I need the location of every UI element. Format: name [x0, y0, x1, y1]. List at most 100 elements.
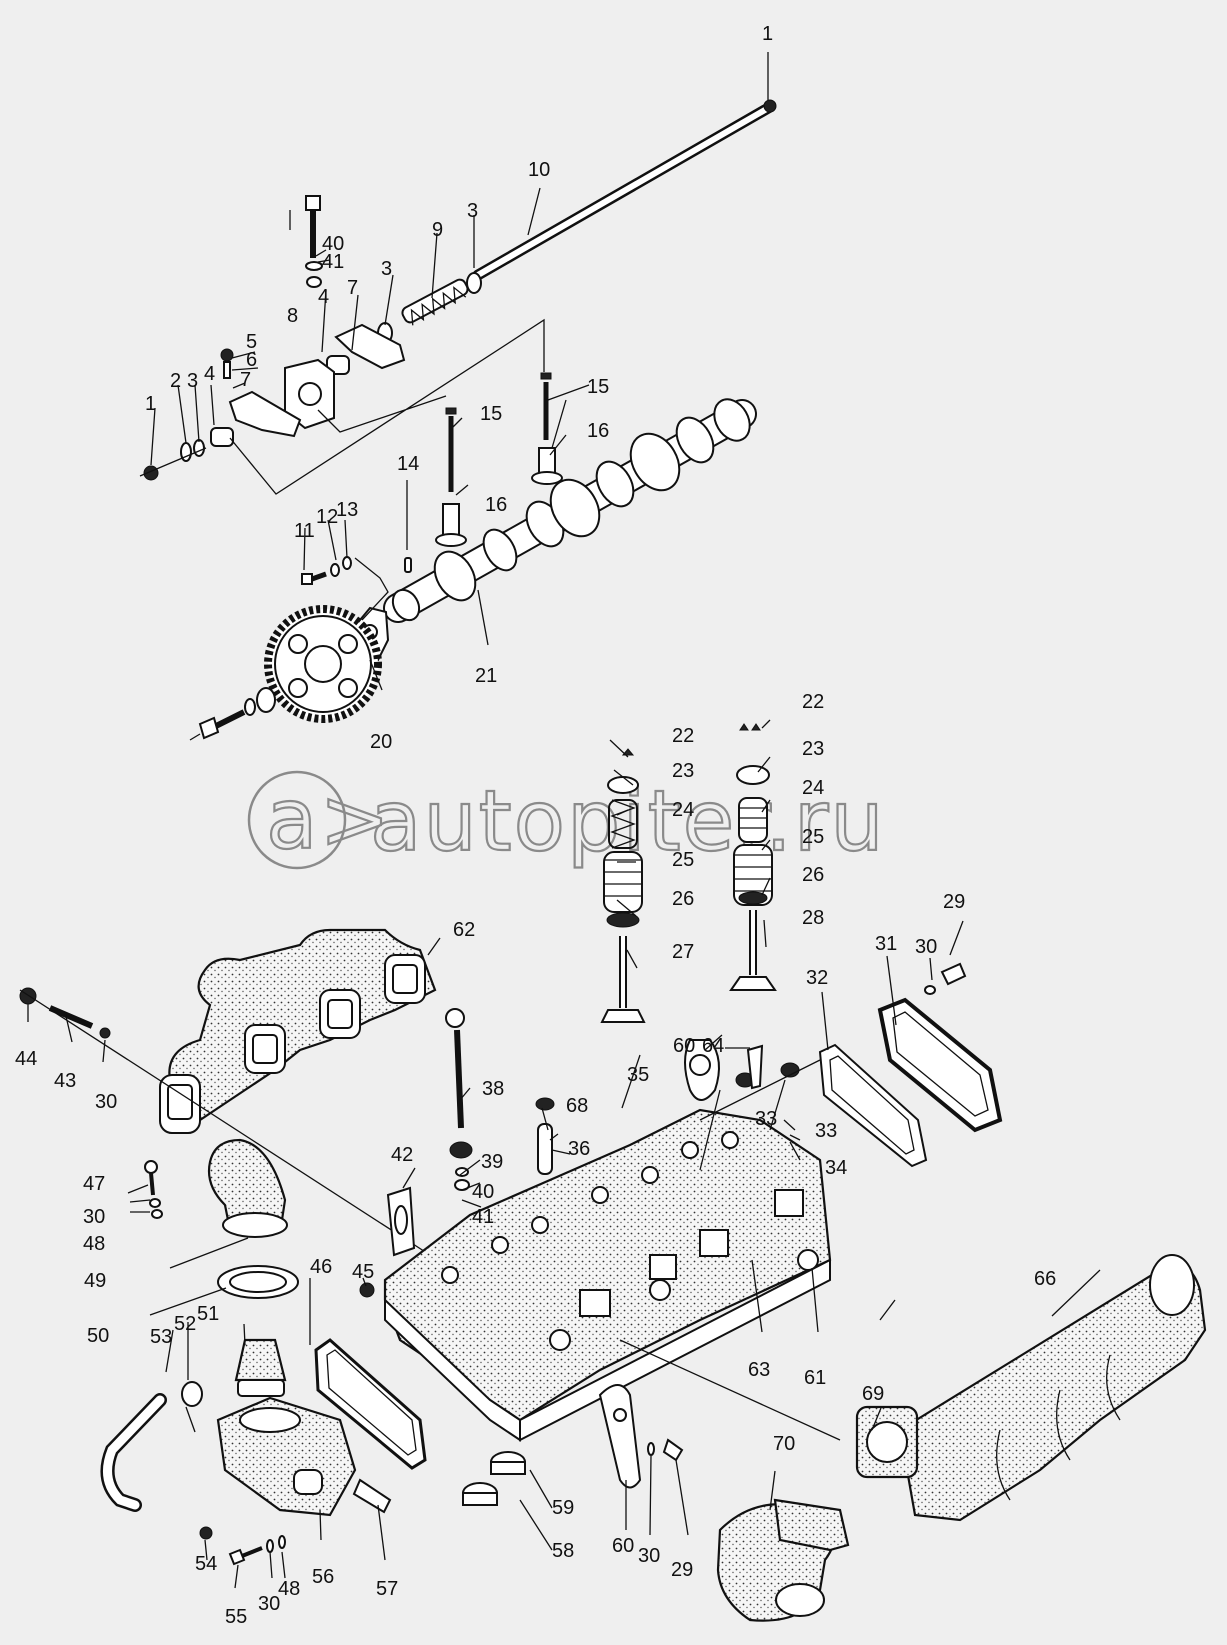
- part-label: 41: [322, 251, 344, 273]
- part-label: 55: [225, 1606, 247, 1628]
- plug-61: [797, 1249, 819, 1271]
- lifting-bracket: [598, 1384, 684, 1489]
- part-label: 68: [566, 1095, 588, 1117]
- camshaft-gear: [198, 605, 382, 740]
- part-label: 30: [638, 1545, 660, 1567]
- part-label: 30: [258, 1593, 280, 1615]
- camshaft: [383, 398, 757, 623]
- small-gasket: [386, 1186, 416, 1257]
- part-label: 29: [943, 891, 965, 913]
- part-label: 1: [762, 23, 773, 45]
- part-label: 30: [83, 1206, 105, 1228]
- part-label: 33: [815, 1120, 837, 1142]
- part-label: 22: [672, 725, 694, 747]
- part-label: 10: [528, 159, 550, 181]
- part-label: 21: [475, 665, 497, 687]
- part-label: 12: [316, 506, 338, 528]
- intake-manifold: [898, 1254, 1207, 1522]
- part-label: 26: [802, 864, 824, 886]
- part-label: 41: [472, 1206, 494, 1228]
- part-label: 5: [246, 331, 257, 353]
- part-label: 28: [802, 907, 824, 929]
- watermark-logo-glyph: a>: [266, 770, 392, 868]
- gear-bolt-small: [301, 556, 352, 585]
- part-label: 47: [83, 1173, 105, 1195]
- part-label: 44: [15, 1048, 37, 1070]
- rocker-end-parts: [143, 439, 205, 481]
- part-label: 15: [480, 403, 502, 425]
- part-label: 52: [174, 1313, 196, 1335]
- head-gasket: [314, 1338, 427, 1470]
- part-label: 25: [672, 849, 694, 871]
- part-label: 30: [915, 936, 937, 958]
- part-label: 58: [552, 1540, 574, 1562]
- part-labels: 1 10 3 9 40 41 3 4 7 8 5 6 7 2 3 4 1 15 …: [15, 23, 1056, 1628]
- bypass-hose: [100, 1381, 203, 1512]
- part-label: 22: [802, 691, 824, 713]
- rocker-arm-lower: [210, 348, 302, 447]
- part-label: 70: [773, 1433, 795, 1455]
- pin-64: [746, 1044, 764, 1090]
- part-label: 45: [352, 1261, 374, 1283]
- part-label: 24: [672, 799, 694, 821]
- part-label: 3: [187, 370, 198, 392]
- part-label: 63: [748, 1359, 770, 1381]
- part-label: 51: [197, 1303, 219, 1325]
- part-label: 56: [312, 1566, 334, 1588]
- part-label: 62: [453, 919, 475, 941]
- exhaust-manifold: [159, 928, 437, 1134]
- part-label: 23: [672, 760, 694, 782]
- part-label: 8: [287, 305, 298, 327]
- part-label: 33: [755, 1108, 777, 1130]
- part-label: 4: [318, 286, 329, 308]
- thermostat-body: [216, 1396, 357, 1517]
- part-label: 15: [587, 376, 609, 398]
- part-label: 50: [87, 1325, 109, 1347]
- part-label: 24: [802, 777, 824, 799]
- part-label: 40: [322, 233, 344, 255]
- part-label: 38: [482, 1078, 504, 1100]
- part-label: 16: [587, 420, 609, 442]
- part-label: 7: [240, 369, 251, 391]
- watermark-logo-icon: [247, 770, 347, 870]
- part-label: 53: [150, 1326, 172, 1348]
- part-label: 7: [347, 277, 358, 299]
- part-label: 57: [376, 1578, 398, 1600]
- valve-assembly-left: [600, 748, 646, 1023]
- manifold-stud: [19, 987, 111, 1039]
- part-label: 4: [204, 363, 215, 385]
- part-label: 60: [612, 1535, 634, 1557]
- part-label: 43: [54, 1070, 76, 1092]
- rocker-spring: [377, 272, 482, 344]
- part-label: 11: [294, 520, 315, 542]
- part-label: 3: [467, 200, 478, 222]
- part-label: 39: [481, 1151, 503, 1173]
- part-label: 23: [802, 738, 824, 760]
- part-label: 69: [862, 1383, 884, 1405]
- part-label: 48: [278, 1578, 300, 1600]
- part-label: 54: [195, 1553, 217, 1575]
- leader-lines: [27, 52, 1101, 1589]
- valve-seat-inserts: [462, 1451, 526, 1506]
- part-label: 31: [875, 933, 897, 955]
- part-label: 3: [381, 258, 392, 280]
- rocker-bolt: [305, 195, 323, 288]
- part-label: 30: [95, 1091, 117, 1113]
- watermark: a> autopiter.ru: [247, 769, 885, 871]
- part-label: 32: [806, 967, 828, 989]
- part-label: 29: [671, 1559, 693, 1581]
- part-label: 20: [370, 731, 392, 753]
- lifting-eye: [684, 1039, 720, 1101]
- part-label: 59: [552, 1497, 574, 1519]
- thermostat-gasket: [217, 1265, 299, 1299]
- thermostat: [234, 1338, 287, 1397]
- intake-elbow: [716, 1498, 850, 1622]
- cylinder-head: [383, 1062, 832, 1442]
- part-label: 36: [568, 1138, 590, 1160]
- part-label: 40: [472, 1181, 494, 1203]
- part-label: 2: [170, 370, 181, 392]
- part-label: 61: [804, 1367, 826, 1389]
- part-label: 9: [432, 219, 443, 241]
